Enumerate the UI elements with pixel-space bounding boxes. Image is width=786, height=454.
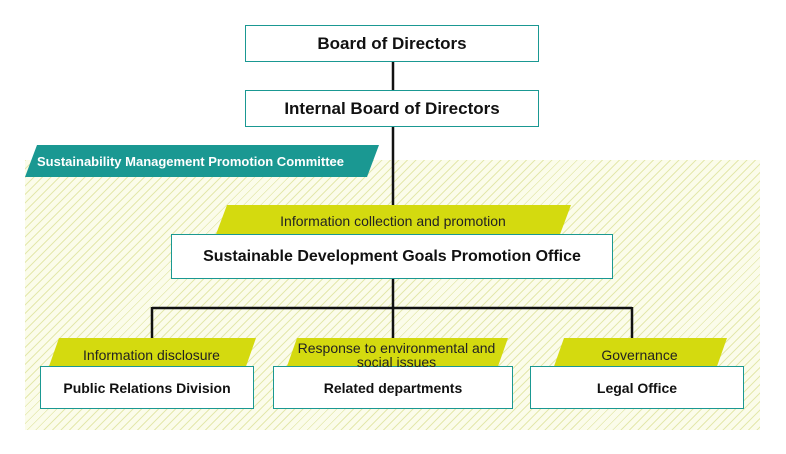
sdg-office-box: Sustainable Development Goals Promotion … bbox=[171, 234, 613, 279]
committee-label: Sustainability Management Promotion Comm… bbox=[25, 145, 379, 177]
related-departments-box: Related departments bbox=[273, 366, 513, 409]
info-collection-tag: Information collection and promotion bbox=[215, 205, 571, 237]
sdg-office-label: Sustainable Development Goals Promotion … bbox=[203, 247, 581, 265]
internal-board-label: Internal Board of Directors bbox=[284, 98, 500, 118]
governance-text: Governance bbox=[601, 347, 678, 363]
related-departments-label: Related departments bbox=[323, 379, 463, 396]
info-disclosure-text: Information disclosure bbox=[83, 347, 220, 363]
governance-tag: Governance bbox=[552, 338, 727, 372]
info-disclosure-tag: Information disclosure bbox=[47, 338, 256, 372]
info-collection-text: Information collection and promotion bbox=[280, 213, 506, 229]
board-of-directors-box: Board of Directors bbox=[245, 25, 539, 62]
legal-office-box: Legal Office bbox=[530, 366, 744, 409]
board-of-directors-label: Board of Directors bbox=[317, 33, 467, 53]
legal-office-label: Legal Office bbox=[596, 379, 678, 396]
pr-division-box: Public Relations Division bbox=[40, 366, 254, 409]
env-social-tag: Response to environmental and social iss… bbox=[285, 338, 508, 372]
env-social-text: Response to environmental and social iss… bbox=[297, 340, 496, 370]
pr-division-label: Public Relations Division bbox=[63, 379, 231, 396]
internal-board-box: Internal Board of Directors bbox=[245, 90, 539, 127]
committee-label-text: Sustainability Management Promotion Comm… bbox=[37, 153, 344, 169]
